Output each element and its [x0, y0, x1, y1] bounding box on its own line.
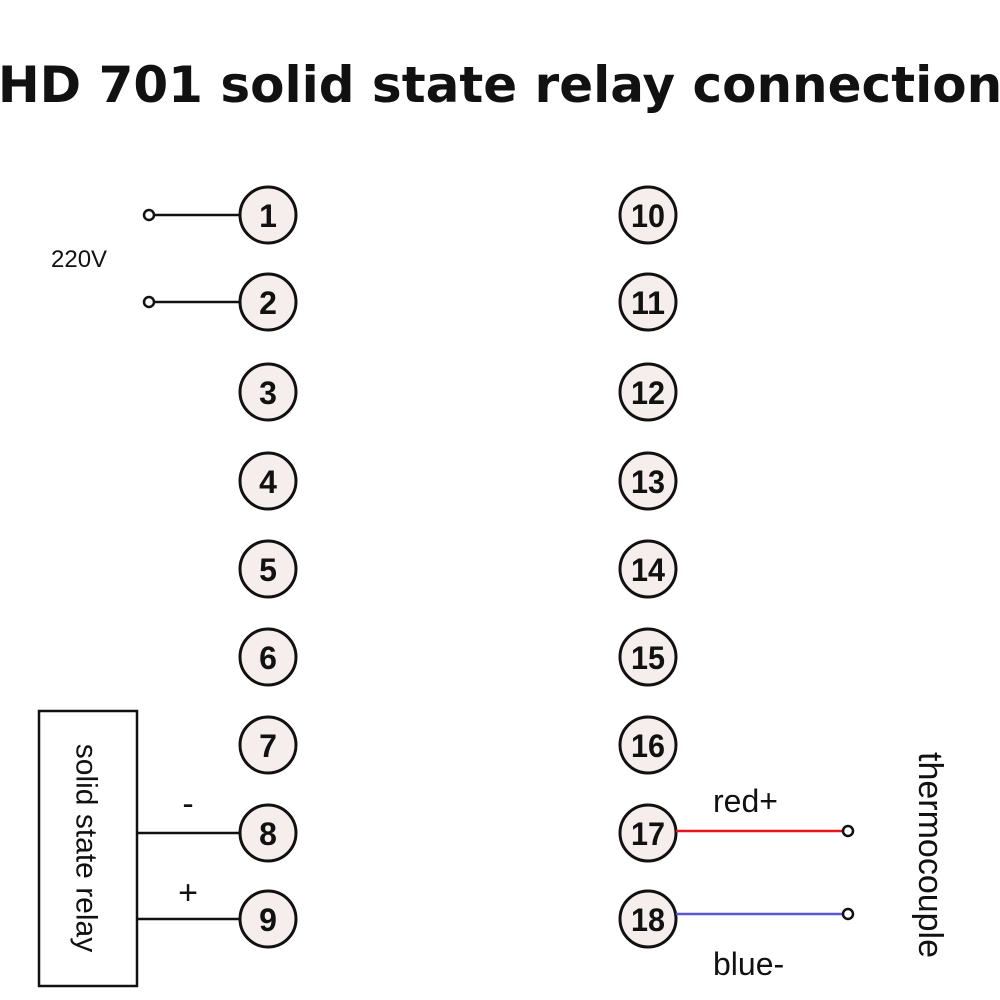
terminal-4: 4 — [238, 451, 298, 511]
relay-box — [37, 709, 139, 988]
terminal-5: 5 — [238, 539, 298, 599]
terminal-2: 2 — [238, 272, 298, 332]
terminal-3: 3 — [238, 362, 298, 422]
terminal-circle — [618, 627, 678, 687]
terminal-8: 8 — [238, 803, 298, 863]
relay-plus-label: + — [178, 874, 198, 912]
terminal-number: 18 — [631, 902, 665, 938]
terminal-11: 11 — [618, 272, 678, 332]
terminal-16: 16 — [618, 715, 678, 775]
terminal-number: 13 — [631, 464, 665, 500]
thermocouple-positive-label: red+ — [713, 783, 778, 819]
power-terminal-end-2 — [142, 295, 156, 309]
terminal-17: 17 — [618, 803, 678, 863]
terminal-number: 10 — [631, 198, 665, 234]
thermocouple-end-positive — [841, 824, 855, 838]
terminal-number: 1 — [259, 198, 277, 234]
terminal-circle — [238, 362, 298, 422]
terminal-circle — [238, 539, 298, 599]
terminal-circle — [618, 715, 678, 775]
terminal-column-left: 1 2 3 4 5 6 7 8 9 — [238, 185, 298, 949]
terminal-10: 10 — [618, 185, 678, 245]
thermocouple-label: thermocouple — [911, 752, 949, 958]
thermocouple: red+ blue- thermocouple — [676, 752, 949, 982]
terminal-1: 1 — [238, 185, 298, 245]
terminal-number: 3 — [259, 375, 277, 411]
terminal-circle — [238, 715, 298, 775]
power-voltage-label: 220V — [51, 246, 107, 273]
power-input: 220V — [51, 208, 240, 309]
terminal-number: 2 — [259, 285, 277, 321]
terminal-9: 9 — [238, 889, 298, 949]
terminal-number: 4 — [259, 464, 277, 500]
terminal-number: 11 — [631, 285, 665, 321]
relay-label: solid state relay — [70, 744, 103, 952]
thermocouple-end-negative — [841, 907, 855, 921]
thermocouple-negative-label: blue- — [713, 946, 784, 982]
terminal-6: 6 — [238, 627, 298, 687]
power-terminal-end-1 — [142, 208, 156, 222]
terminal-number: 17 — [631, 816, 665, 852]
terminal-number: 16 — [631, 728, 665, 764]
terminal-circle — [618, 272, 678, 332]
terminal-circle — [238, 451, 298, 511]
terminal-number: 6 — [259, 640, 277, 676]
terminal-circle — [618, 539, 678, 599]
terminal-number: 7 — [259, 728, 277, 764]
terminal-15: 15 — [618, 627, 678, 687]
terminal-number: 12 — [631, 375, 665, 411]
terminal-number: 15 — [631, 640, 665, 676]
terminal-circle — [618, 451, 678, 511]
terminal-circle — [618, 185, 678, 245]
terminal-12: 12 — [618, 362, 678, 422]
terminal-number: 8 — [259, 816, 277, 852]
terminal-7: 7 — [238, 715, 298, 775]
terminal-14: 14 — [618, 539, 678, 599]
relay-minus-label: - — [182, 785, 193, 823]
page-title: HD 701 solid state relay connection — [0, 56, 1000, 114]
terminal-circle — [618, 889, 678, 949]
terminal-13: 13 — [618, 451, 678, 511]
terminal-circle — [238, 627, 298, 687]
terminal-number: 14 — [631, 552, 665, 588]
terminal-column-right: 10 11 12 13 14 15 16 17 18 — [618, 185, 678, 949]
terminal-number: 5 — [259, 552, 277, 588]
terminal-number: 9 — [259, 902, 277, 938]
terminal-circle — [618, 362, 678, 422]
terminal-18: 18 — [618, 889, 678, 949]
solid-state-relay: solid state relay - + — [37, 709, 240, 988]
terminal-circle — [618, 803, 678, 863]
